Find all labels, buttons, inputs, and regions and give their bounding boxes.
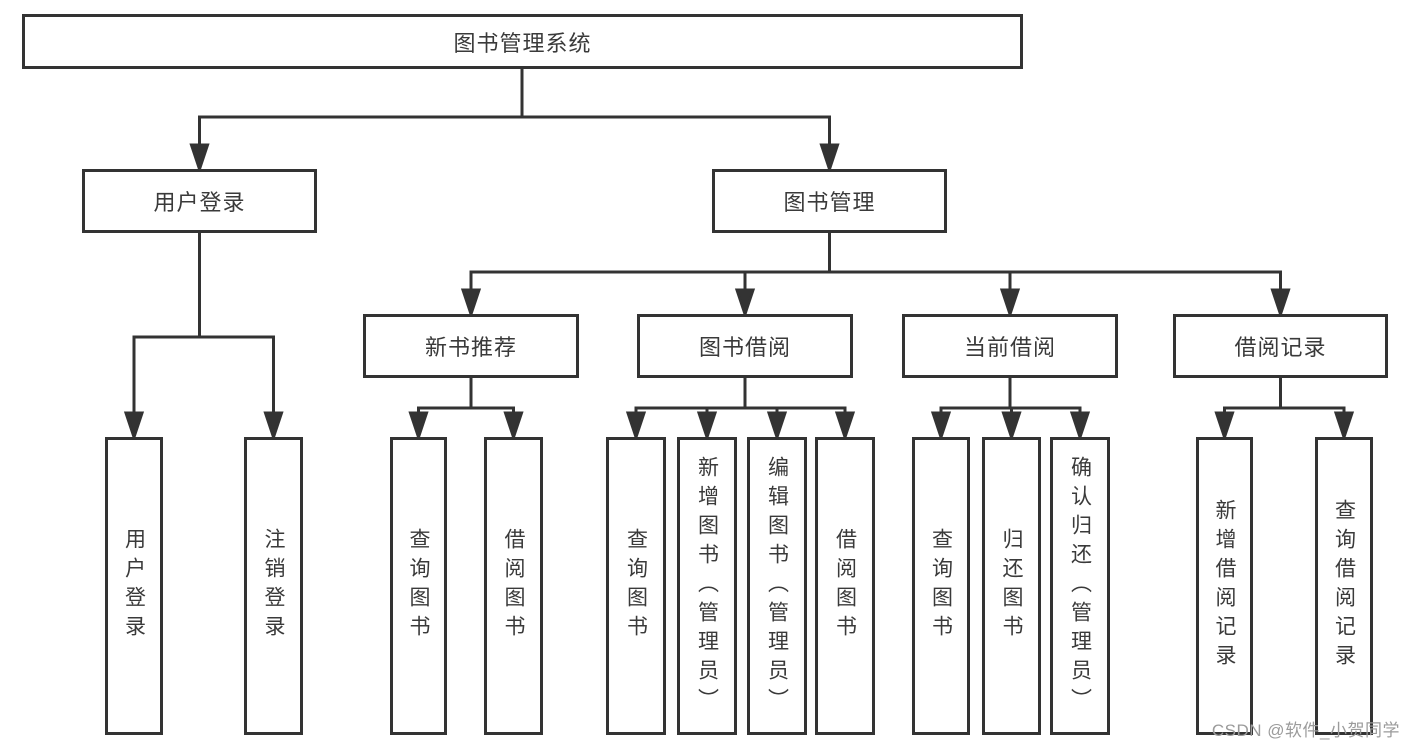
node-label: 注销登录 — [262, 528, 286, 644]
node-label: 查询借阅记录 — [1332, 499, 1356, 673]
node-label: 确认归还（管理员） — [1068, 455, 1092, 717]
node-label: 新增借阅记录 — [1213, 499, 1237, 673]
connector-new-book-children — [408, 378, 524, 442]
node-user-login: 用户登录 — [82, 169, 317, 233]
leaf-borrow-books-recommend: 借阅图书 — [484, 437, 543, 735]
node-label: 归还图书 — [1000, 528, 1024, 644]
leaf-add-books-admin: 新增图书（管理员） — [677, 437, 737, 735]
connector-root-to-level2 — [189, 68, 840, 174]
leaf-logout: 注销登录 — [244, 437, 303, 735]
node-label: 查询图书 — [929, 528, 953, 644]
node-book-management: 图书管理 — [712, 169, 947, 233]
node-label: 用户登录 — [153, 190, 246, 215]
node-label: 借阅记录 — [1234, 335, 1327, 360]
node-label: 编辑图书（管理员） — [765, 455, 789, 717]
leaf-confirm-return-admin: 确认归还（管理员） — [1050, 437, 1110, 735]
leaf-query-books-borrowing: 查询图书 — [606, 437, 666, 735]
leaf-add-borrow-record: 新增借阅记录 — [1196, 437, 1253, 735]
leaf-query-books-recommend: 查询图书 — [390, 437, 447, 735]
node-system-root: 图书管理系统 — [22, 14, 1023, 69]
node-label: 借阅图书 — [833, 528, 857, 644]
leaf-query-books-current: 查询图书 — [912, 437, 970, 735]
node-label: 当前借阅 — [963, 335, 1056, 360]
leaf-return-books: 归还图书 — [982, 437, 1041, 735]
leaf-query-borrow-record: 查询借阅记录 — [1315, 437, 1373, 735]
leaf-user-login: 用户登录 — [105, 437, 163, 735]
node-label: 用户登录 — [122, 528, 146, 644]
node-label: 借阅图书 — [502, 528, 526, 644]
node-new-book-recommendation: 新书推荐 — [363, 314, 579, 378]
connector-book-borrowing-children — [625, 378, 856, 442]
node-label: 查询图书 — [624, 528, 648, 644]
csdn-watermark: CSDN @软件_小贺同学 — [1211, 721, 1400, 740]
connector-user-login-children — [123, 233, 284, 442]
node-borrowing-records: 借阅记录 — [1173, 314, 1388, 378]
leaf-borrow-books-borrowing: 借阅图书 — [815, 437, 875, 735]
node-current-borrowing: 当前借阅 — [902, 314, 1118, 378]
node-label: 新书推荐 — [424, 335, 517, 360]
connector-borrowing-records-children — [1214, 378, 1355, 442]
node-label: 图书管理系统 — [453, 30, 592, 56]
node-book-borrowing: 图书借阅 — [637, 314, 853, 378]
leaf-edit-books-admin: 编辑图书（管理员） — [747, 437, 807, 735]
connector-book-management-children — [460, 233, 1291, 319]
node-label: 新增图书（管理员） — [695, 455, 719, 717]
node-label: 图书管理 — [783, 190, 876, 215]
node-label: 查询图书 — [407, 528, 431, 644]
connector-current-borrowing-children — [930, 378, 1091, 442]
node-label: 图书借阅 — [698, 335, 791, 360]
